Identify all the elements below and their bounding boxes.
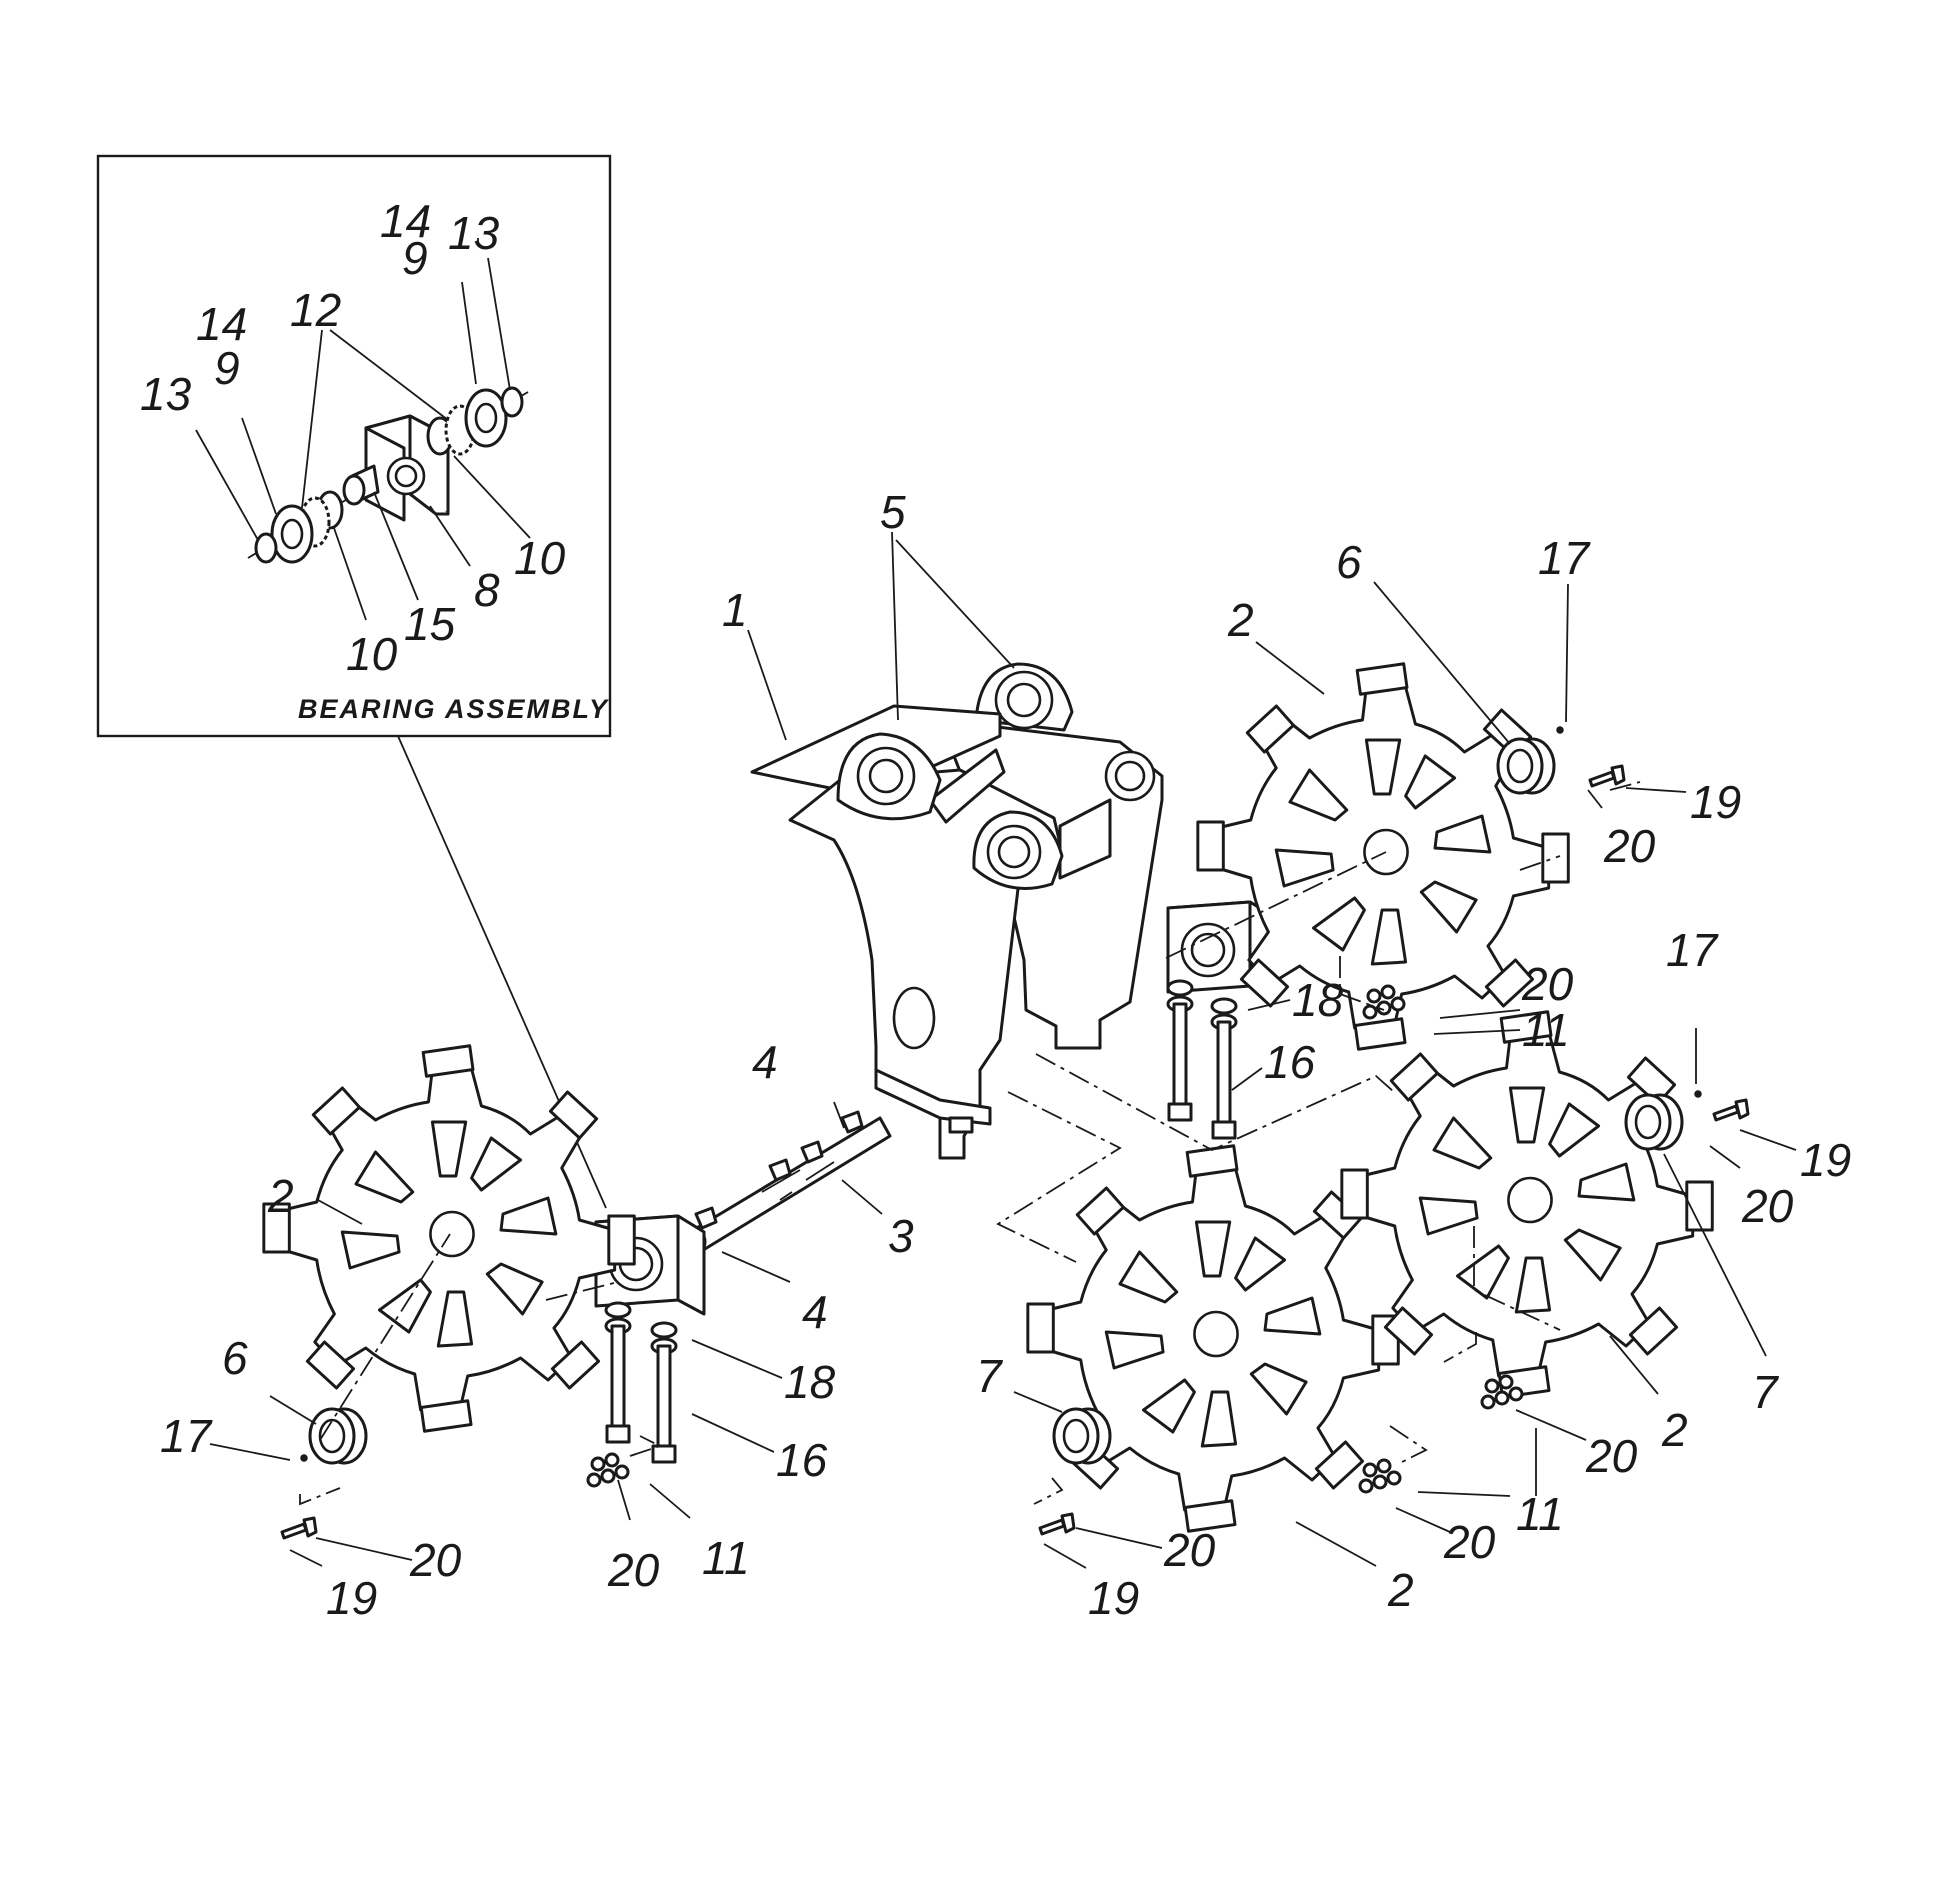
callout-4-top: 4 bbox=[752, 1036, 778, 1088]
callout-19-left: 19 bbox=[326, 1572, 377, 1624]
callout-11-left: 11 bbox=[702, 1532, 750, 1584]
callout-11-lower-right: 11 bbox=[1516, 1488, 1564, 1540]
hub-upper-right bbox=[1496, 737, 1556, 795]
callout-inset-9-right: 9 bbox=[402, 232, 428, 284]
screw-center bbox=[1038, 1512, 1076, 1536]
grease-fitting-lower bbox=[1694, 1090, 1702, 1098]
main-frame bbox=[750, 662, 1164, 1160]
bearing-sleeve bbox=[342, 464, 380, 506]
callout-11-mid: 11 bbox=[1522, 1004, 1570, 1056]
callout-2-left: 2 bbox=[267, 1170, 294, 1222]
grease-fitting-left bbox=[300, 1454, 308, 1462]
callout-19-top: 19 bbox=[1690, 776, 1741, 828]
callout-inset-13-right: 13 bbox=[448, 207, 500, 259]
assembly-centerlines bbox=[299, 781, 1641, 1506]
callout-20-lower-right-a: 20 bbox=[1585, 1430, 1638, 1482]
wheel-left bbox=[262, 1044, 636, 1433]
bolts-left bbox=[604, 1301, 678, 1464]
hub-lower-right bbox=[1624, 1093, 1684, 1151]
callout-20-top: 20 bbox=[1603, 820, 1656, 872]
callout-2-right: 2 bbox=[1661, 1404, 1688, 1456]
screw-upper-right bbox=[1588, 764, 1626, 788]
callout-inset-9-left: 9 bbox=[214, 342, 240, 394]
callout-20-left-b: 20 bbox=[607, 1544, 660, 1596]
bearing-rings-right bbox=[426, 386, 524, 456]
callout-20-lower-right-b: 20 bbox=[1443, 1516, 1496, 1568]
callout-2-top-right: 2 bbox=[1227, 594, 1254, 646]
main-leaders bbox=[209, 531, 1797, 1569]
main-shaft bbox=[683, 1110, 892, 1256]
callout-17-top: 17 bbox=[1538, 532, 1591, 584]
callout-inset-14-left: 14 bbox=[196, 298, 247, 350]
hub-center bbox=[1052, 1407, 1112, 1465]
callout-20-right: 20 bbox=[1741, 1180, 1794, 1232]
callout-inset-10-left: 10 bbox=[346, 628, 398, 680]
bearing-rings-left bbox=[254, 490, 344, 564]
hub-left bbox=[308, 1407, 368, 1465]
callout-3: 3 bbox=[888, 1210, 914, 1262]
callout-20-mid: 20 bbox=[1521, 958, 1574, 1010]
bearing-assembly-inset: 14 13 9 14 12 9 13 10 8 15 10 BEARING AS… bbox=[96, 154, 612, 738]
callout-19-center: 19 bbox=[1088, 1572, 1139, 1624]
callout-19-right: 19 bbox=[1800, 1134, 1851, 1186]
callout-inset-13-left: 13 bbox=[140, 368, 192, 420]
callout-1: 1 bbox=[722, 584, 748, 636]
screw-left bbox=[280, 1516, 318, 1540]
inset-leaders bbox=[195, 238, 531, 621]
inset-title: BEARING ASSEMBLY bbox=[298, 694, 610, 724]
callout-7-center: 7 bbox=[976, 1350, 1003, 1402]
callout-6-left: 6 bbox=[222, 1332, 248, 1384]
callout-17-left: 17 bbox=[160, 1410, 213, 1462]
wheel-lower-right bbox=[1340, 1010, 1714, 1399]
callout-4-bottom: 4 bbox=[802, 1286, 828, 1338]
callout-16-left: 16 bbox=[776, 1434, 828, 1486]
nuts-center bbox=[1358, 1458, 1402, 1494]
callout-20-center: 20 bbox=[1163, 1524, 1216, 1576]
screw-lower-right bbox=[1712, 1098, 1750, 1122]
callout-inset-12: 12 bbox=[290, 284, 341, 336]
callout-2-center: 2 bbox=[1387, 1564, 1414, 1616]
callout-inset-15: 15 bbox=[404, 598, 456, 650]
callout-18-left: 18 bbox=[784, 1356, 836, 1408]
callout-7-right: 7 bbox=[1752, 1366, 1779, 1418]
callout-17-right: 17 bbox=[1666, 924, 1719, 976]
callout-20-left-a: 20 bbox=[409, 1534, 462, 1586]
grease-fitting-upper bbox=[1556, 726, 1564, 734]
callout-inset-8: 8 bbox=[474, 564, 500, 616]
bolts-mid bbox=[1166, 979, 1238, 1140]
callout-16-mid: 16 bbox=[1264, 1036, 1316, 1088]
nuts-left bbox=[586, 1452, 630, 1488]
callout-inset-10-right: 10 bbox=[514, 532, 566, 584]
callout-6-top-right: 6 bbox=[1336, 536, 1362, 588]
callout-18-mid: 18 bbox=[1292, 974, 1344, 1026]
callout-inset-14-right: 14 bbox=[380, 195, 431, 247]
callout-5: 5 bbox=[880, 486, 906, 538]
